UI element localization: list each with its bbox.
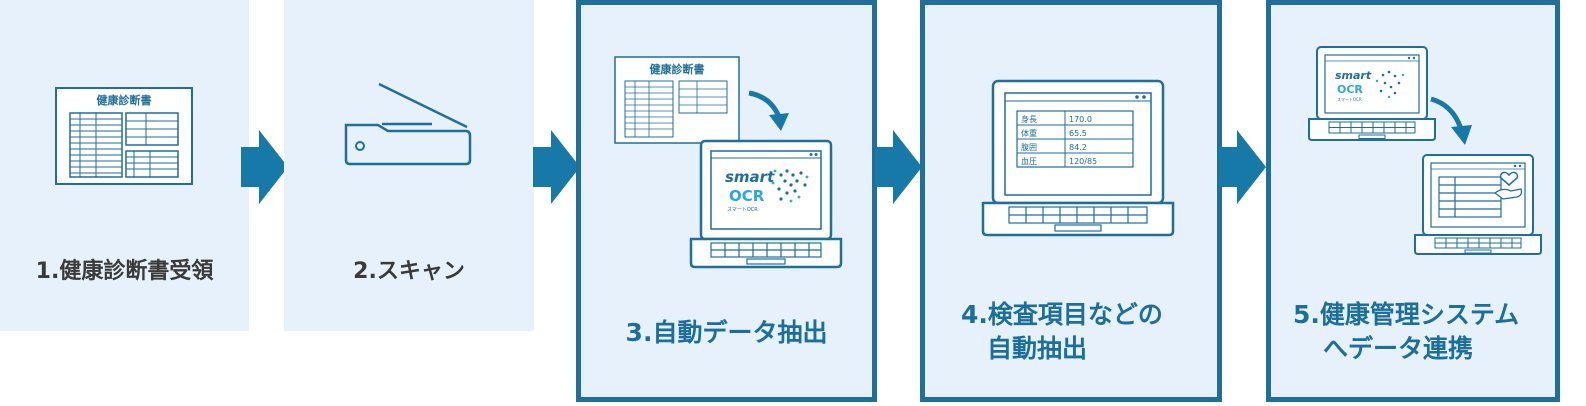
health-certificate-icon: 健康診断書 [55,87,193,185]
exam-value-cell: 84.2 [1069,143,1087,152]
arrow-right-icon [241,130,288,204]
step-2-card: 2.スキャン [284,0,534,331]
document-title: 健康診断書 [650,62,705,76]
exam-value-cell: 120/85 [1069,157,1097,166]
exam-item-cell: 腹囲 [1021,142,1037,152]
ocr-logo-word1: smart [1335,69,1372,82]
step-3-label: 3.自動データ抽出 [625,318,828,347]
exam-value-cell: 65.5 [1069,129,1087,138]
ocr-logo-word2: OCR [1337,83,1363,96]
step-4-label-line2: 自動抽出 [987,334,1088,363]
arrow-right-icon [1219,130,1266,204]
step-5-label-line1: 5.健康管理システム [1293,300,1520,329]
step-5-label-line2: へデータ連携 [1323,334,1474,363]
ocr-process-icon: 健康診断書 smart OCR スマートOCR [614,56,843,269]
document-title: 健康診断書 [97,93,152,107]
step-4-label-line1: 4.検査項目などの [961,300,1163,329]
exam-item-cell: 体重 [1021,128,1037,138]
ocr-logo-word2: OCR [729,187,765,205]
ocr-logo-word1: smart [725,168,775,186]
step-2-label: 2.スキャン [353,259,465,284]
step-4-card: 身長 170.0 体重 65.5 腹囲 84.2 血圧 120/85 4.検査項… [920,0,1222,402]
step-5-card: smart OCR スマートOCR [1266,0,1560,402]
step-3-card: 健康診断書 smart OCR スマートOCR [576,0,877,402]
ocr-logo-tagline: スマートOCR [1337,97,1362,102]
scanner-icon [344,82,472,166]
exam-item-cell: 血圧 [1021,156,1037,166]
laptop-with-table-icon: 身長 170.0 体重 65.5 腹囲 84.2 血圧 120/85 [981,79,1175,237]
step-1-label: 1.健康診断書受領 [35,259,214,284]
arrow-right-icon [533,130,580,204]
data-integration-icon: smart OCR スマートOCR [1308,46,1542,255]
arrow-right-icon [875,130,922,204]
ocr-logo-tagline: スマートOCR [727,207,758,213]
step-1-card: 健康診断書 1.健康診断書受領 [0,0,249,331]
exam-value-cell: 170.0 [1069,115,1092,124]
exam-item-cell: 身長 [1021,114,1037,124]
